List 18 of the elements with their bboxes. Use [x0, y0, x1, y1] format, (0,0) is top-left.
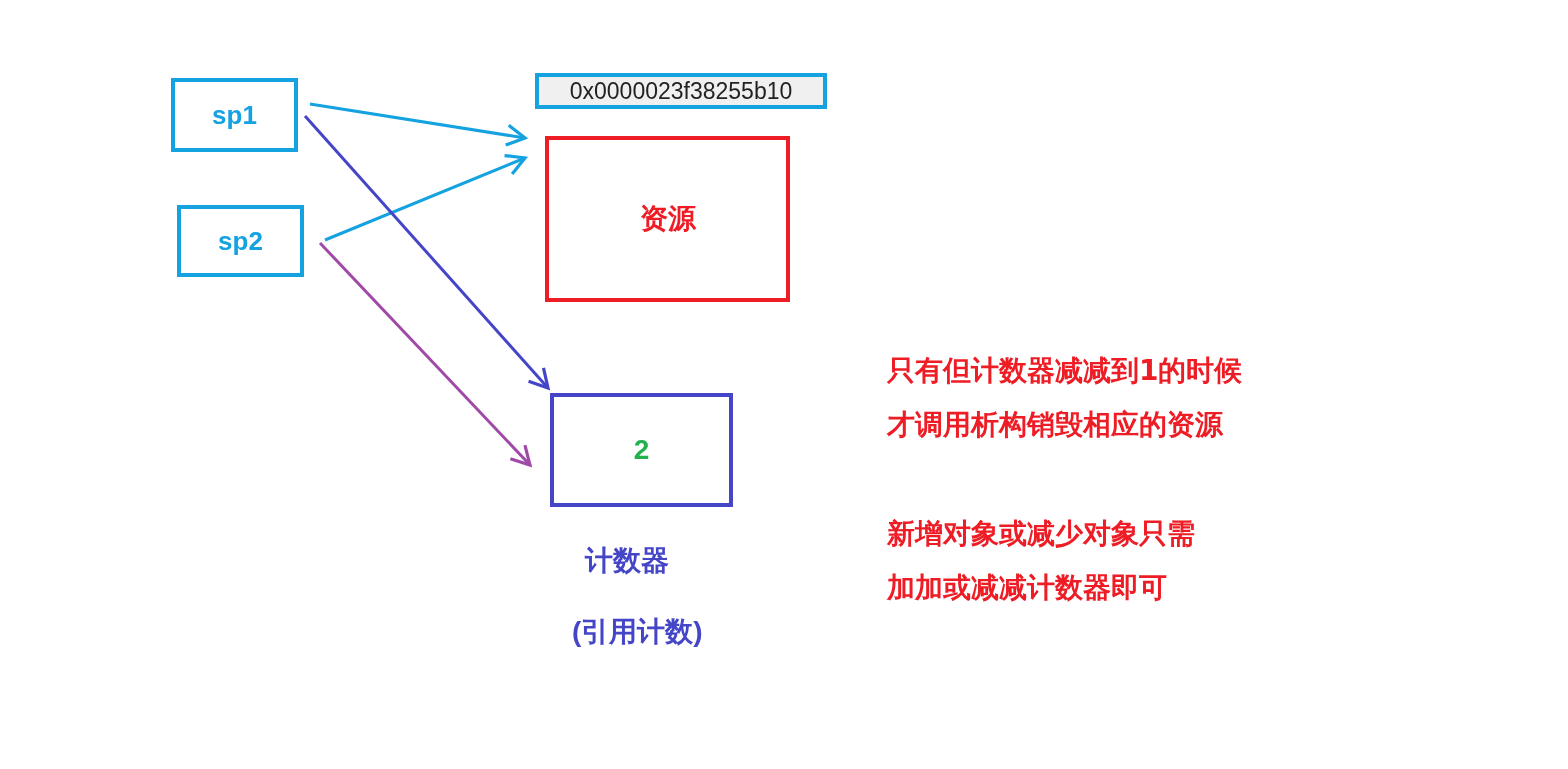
caption-text: (引用计数): [572, 615, 703, 649]
resource-box: [545, 136, 790, 302]
arrow: [309, 102, 527, 147]
arrow: [324, 154, 527, 242]
arrow: [318, 241, 532, 467]
node-label: 0x0000023f38255b10: [569, 77, 793, 105]
pointer-box: [177, 205, 304, 277]
caption-text: 计数器: [585, 544, 669, 578]
node-label: 资源: [639, 202, 696, 236]
note-text: 新增对象或减少对象只需加加或减减计数器即可: [887, 516, 1196, 606]
counter-box: [550, 393, 733, 507]
node-label: sp1: [212, 99, 257, 131]
node-label: sp2: [218, 225, 263, 257]
arrow: [303, 115, 550, 390]
node-label: 2: [633, 434, 650, 466]
address-box: [535, 73, 827, 109]
pointer-box: [171, 78, 298, 152]
note-text: 只有但计数器减减到1的时候才调用析构销毁相应的资源: [887, 353, 1244, 443]
